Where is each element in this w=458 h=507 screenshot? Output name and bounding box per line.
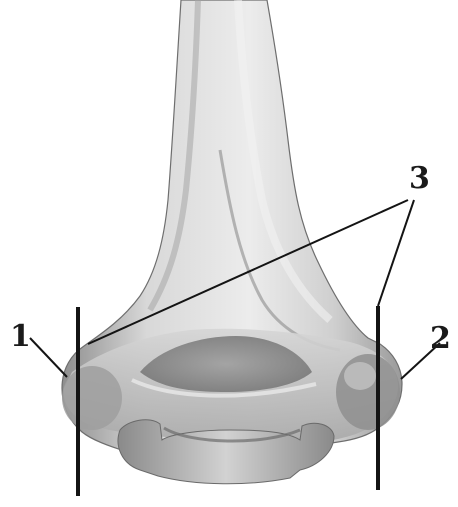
- left-epicondyle: [62, 366, 122, 430]
- label-2: 2: [430, 324, 451, 354]
- right-epicondyle-highlight: [344, 362, 376, 390]
- label-3: 3: [409, 164, 430, 194]
- leader-line-1: [30, 338, 67, 377]
- leader-line-3-right: [378, 200, 414, 306]
- label-1: 1: [10, 322, 31, 352]
